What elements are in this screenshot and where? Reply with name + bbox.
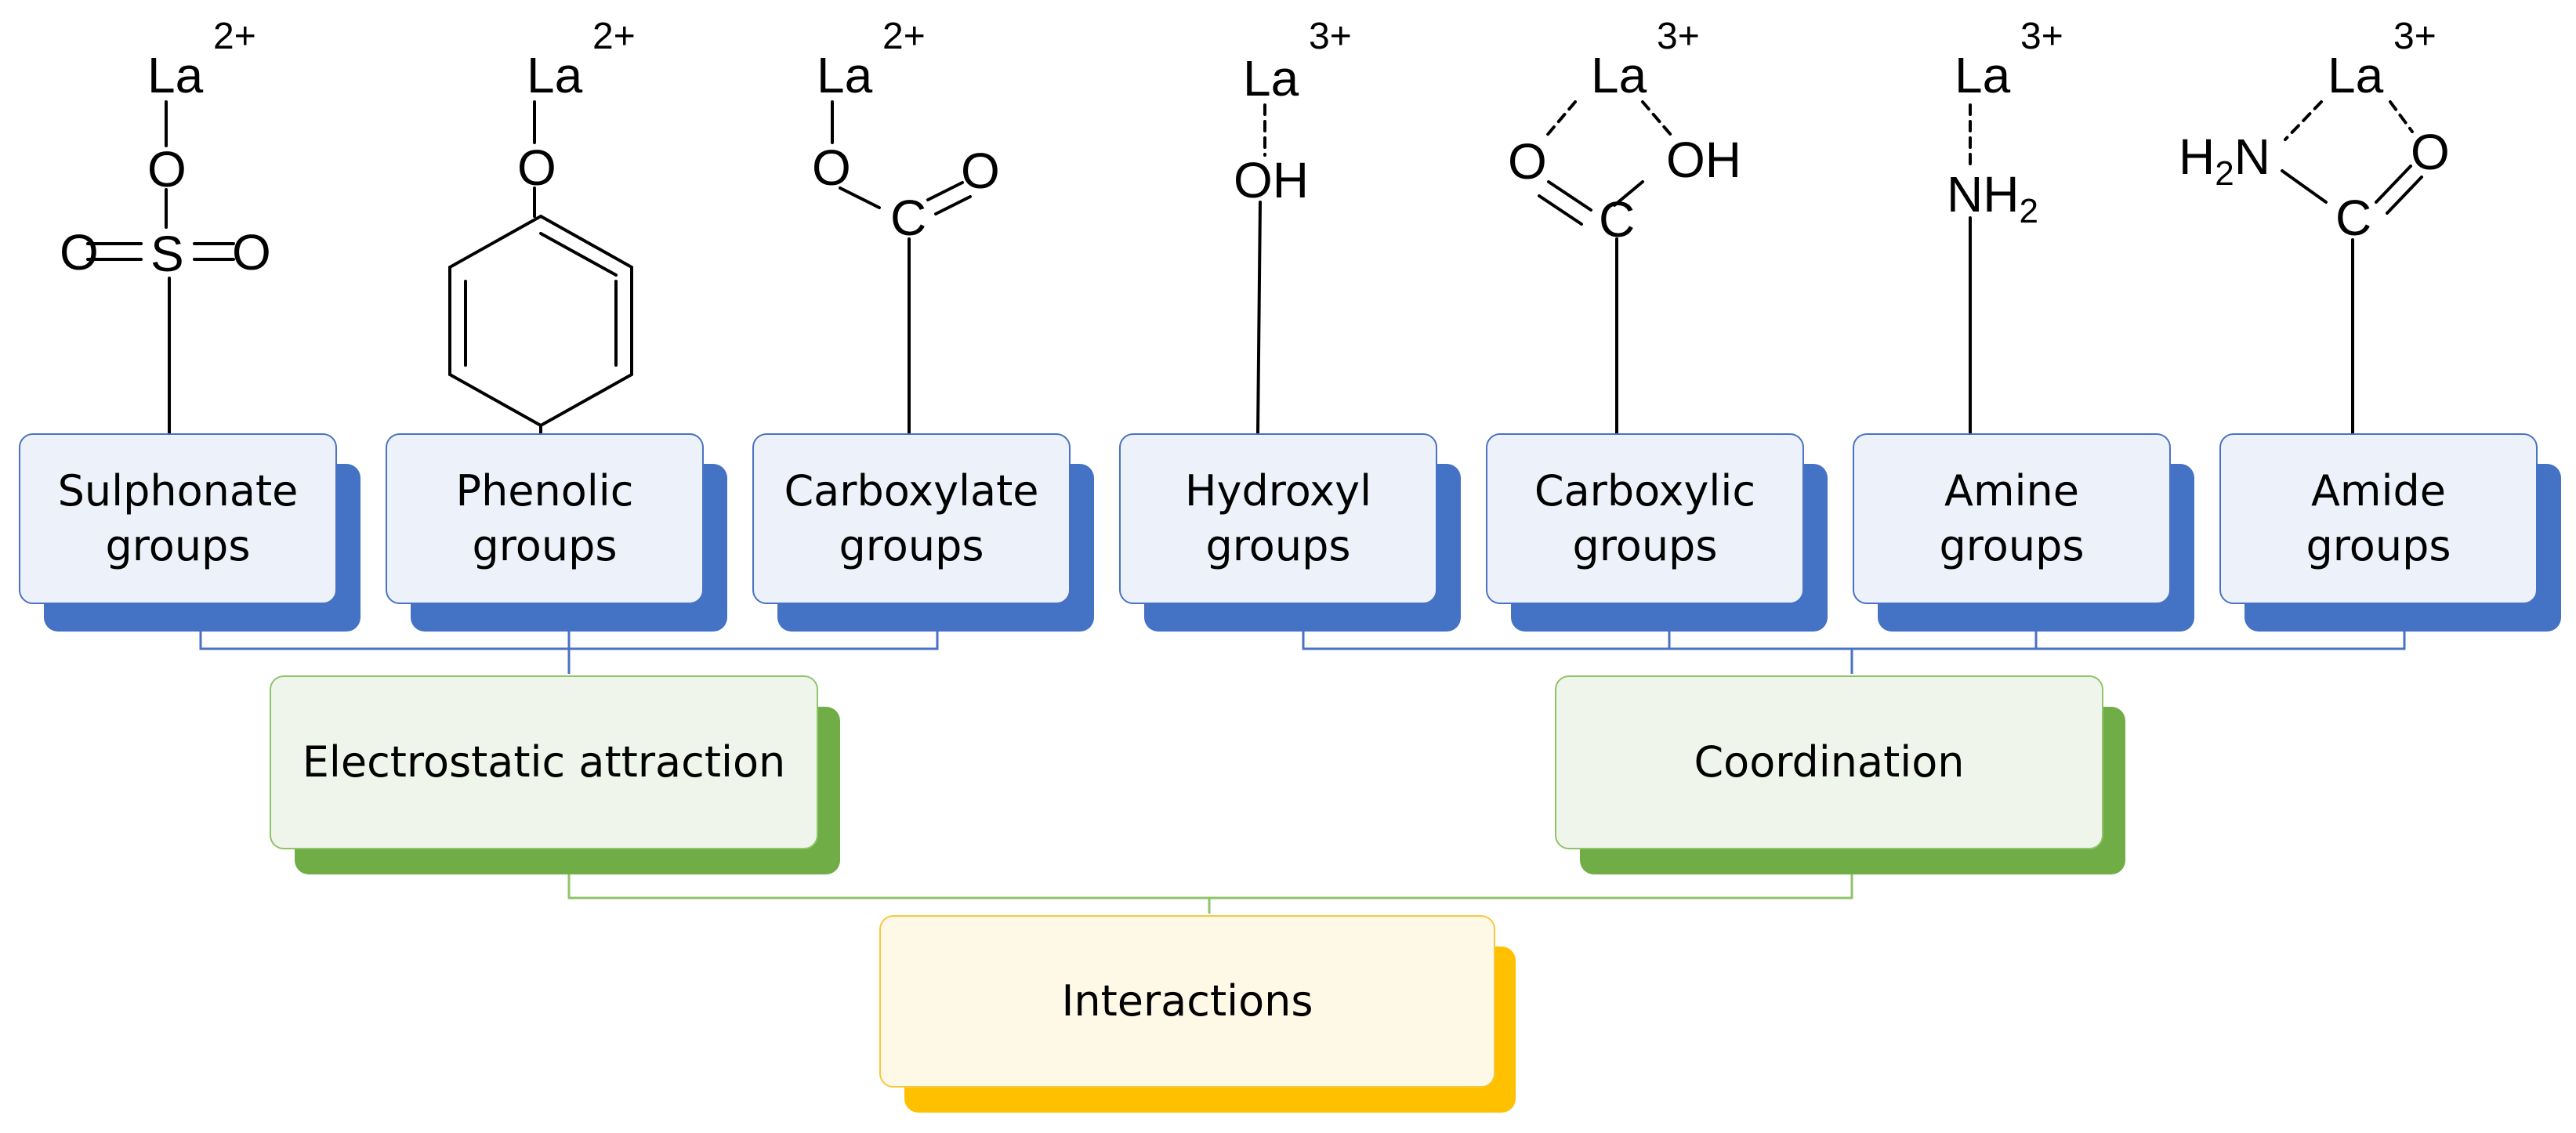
atom-oh-carboxylic: OH <box>1666 132 1741 188</box>
la-charge-amine: 3+ <box>2020 16 2063 57</box>
electrostatic-attraction-box: Electrostatic attraction <box>270 675 818 849</box>
amine-groups-box: Amine groups <box>1853 433 2171 604</box>
mechanism-label: Electrostatic attraction <box>302 737 786 787</box>
group-label-line1: Carboxylic <box>1534 465 1756 516</box>
hydroxyl-groups-box: Hydroxyl groups <box>1119 433 1437 604</box>
atom-o-carboxylate-2: O <box>961 143 1000 199</box>
atom-nh-amine: NH2 <box>1947 166 2038 230</box>
amide-groups-box: Amide groups <box>2219 433 2538 604</box>
atom-o-phenolic: O <box>517 139 556 196</box>
connector-electrostatic-groups <box>199 627 939 674</box>
group-label-line2: groups <box>2306 521 2451 570</box>
atom-o-carboxylic: O <box>1508 133 1547 190</box>
la-ion-sulphonate: La <box>147 47 204 103</box>
atom-o-sulphonate-2: O <box>60 224 99 281</box>
group-label-line1: Phenolic <box>455 465 634 516</box>
atom-c-carboxylate: C <box>890 190 926 246</box>
atom-o-carboxylate-1: O <box>812 139 851 196</box>
la-charge-phenolic: 2+ <box>592 16 636 57</box>
la-charge-hydroxyl: 3+ <box>1309 16 1352 57</box>
group-label-line1: Hydroxyl <box>1184 465 1372 516</box>
atom-o-sulphonate-1: O <box>147 141 187 197</box>
group-label-line2: groups <box>1939 521 2085 570</box>
atom-c-amide: C <box>2335 190 2371 246</box>
group-label-line1: Carboxylate <box>784 465 1039 516</box>
atom-o-amide: O <box>2411 124 2450 180</box>
coordination-box: Coordination <box>1555 675 2103 849</box>
atom-c-carboxylic: C <box>1599 191 1635 248</box>
la-ion-amine: La <box>1955 47 2011 103</box>
sulphonate-groups-box: Sulphonate groups <box>19 433 337 604</box>
group-label-line1: Amine <box>1944 465 2079 516</box>
la-charge-carboxylate: 2+ <box>882 16 926 57</box>
atom-s-sulphonate: S <box>150 226 184 282</box>
carboxylic-groups-box: Carboxylic groups <box>1486 433 1804 604</box>
la-ion-phenolic: La <box>527 47 583 103</box>
la-charge-carboxylic: 3+ <box>1657 16 1700 57</box>
group-label-line2: groups <box>1205 521 1351 570</box>
atom-h2n-amide: H2N <box>2179 129 2270 193</box>
interactions-box: Interactions <box>879 915 1495 1088</box>
la-ion-carboxylate: La <box>817 47 873 103</box>
la-charge-sulphonate: 2+ <box>213 16 256 57</box>
carboxylate-groups-box: Carboxylate groups <box>752 433 1071 604</box>
root-label: Interactions <box>1061 976 1313 1026</box>
la-ion-amide: La <box>2328 47 2384 103</box>
la-ion-hydroxyl: La <box>1243 50 1299 107</box>
chemical-structures: La 2+ O O S O La 2+ O La 2+ O C O La 3+ … <box>60 16 2450 435</box>
group-label-line2: groups <box>1572 521 1718 570</box>
group-label-line2: groups <box>105 521 251 570</box>
group-label-line2: groups <box>839 521 984 570</box>
atom-o-sulphonate-3: O <box>232 224 271 281</box>
la-ion-carboxylic: La <box>1591 47 1647 103</box>
group-label-line2: groups <box>472 521 618 570</box>
connector-coordination-groups <box>1302 627 2406 674</box>
group-label-line1: Sulphonate <box>57 465 299 516</box>
atom-oh-hydroxyl: OH <box>1234 152 1309 208</box>
la-charge-amide: 3+ <box>2393 16 2437 57</box>
phenolic-groups-box: Phenolic groups <box>386 433 704 604</box>
group-label-line1: Amide <box>2310 465 2447 516</box>
mechanism-label: Coordination <box>1694 737 1965 787</box>
